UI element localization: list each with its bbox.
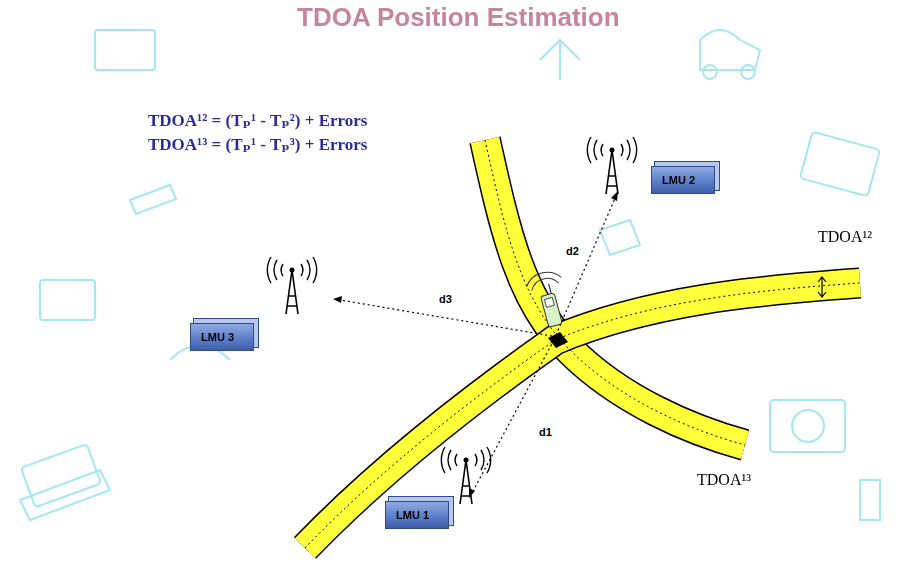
distance-label: d1 — [538, 426, 553, 438]
slide-title: TDOA Position Estimation — [297, 2, 620, 33]
equation: TDOA¹² = (Tₚ¹ - Tₚ²) + Errors — [148, 110, 367, 131]
box-label: LMU 1 — [396, 509, 448, 521]
band-label: TDOA¹² — [818, 228, 872, 246]
lmu-box: LMU 2 — [651, 166, 715, 194]
lmu-box: LMU 1 — [385, 501, 449, 529]
lmu-box: LMU 3 — [190, 323, 254, 351]
band-label: TDOA¹³ — [697, 471, 751, 489]
distance-label: d2 — [565, 245, 580, 257]
box-label: LMU 2 — [662, 174, 714, 186]
distance-label: d3 — [438, 293, 453, 305]
equation: TDOA¹³ = (Tₚ¹ - Tₚ³) + Errors — [148, 134, 367, 155]
box-label: LMU 3 — [201, 331, 253, 343]
